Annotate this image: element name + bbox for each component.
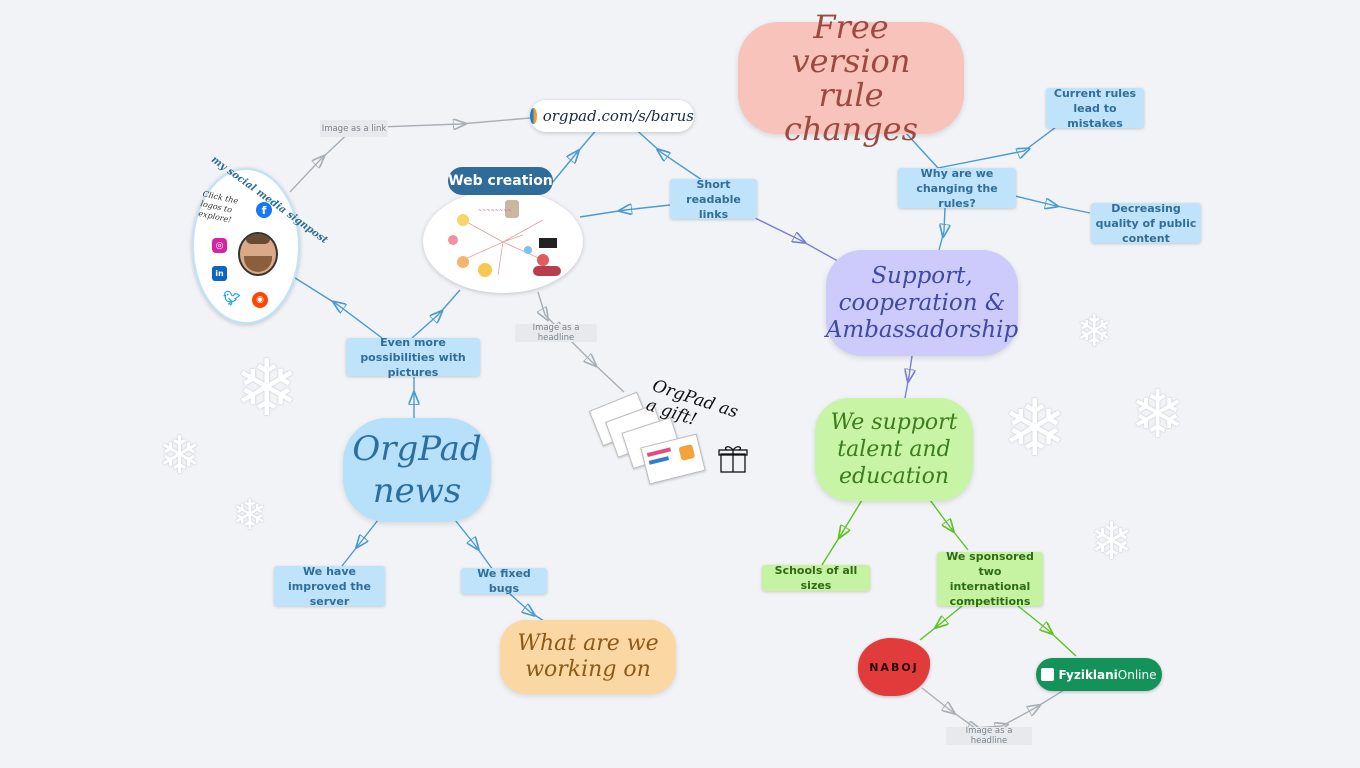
instagram-icon[interactable]: ◎ [212, 238, 227, 253]
gift-box-icon [718, 444, 748, 473]
we-support-node[interactable]: We support talent and education [815, 398, 973, 501]
snowflake-icon: ❄ [1002, 384, 1068, 474]
link-we-sponsored [929, 499, 969, 551]
link-sponsored-naboj [919, 605, 963, 641]
link-news-server [341, 519, 379, 567]
snowflake-icon: ❄ [1090, 512, 1134, 572]
link-free-why [904, 131, 939, 169]
social-signpost-image[interactable]: my social media signpost Click the logos… [192, 154, 330, 324]
orgpad-url-link[interactable]: orgpad.com/s/barus [530, 100, 694, 132]
link-news-bugs [454, 519, 494, 571]
snowflake-icon: ❄ [1076, 306, 1113, 357]
schools-node[interactable]: Schools of all sizes [762, 564, 870, 592]
orgpad-logo-icon [530, 108, 537, 124]
what-working-node[interactable]: What are we working on [500, 620, 676, 694]
fixed-bugs-node[interactable]: We fixed bugs [461, 567, 547, 595]
twitter-icon[interactable]: 🐦︎ [223, 291, 241, 307]
link-short-web [579, 205, 671, 218]
snowflake-icon: ❄ [1130, 376, 1186, 453]
link-short-support [754, 217, 846, 266]
fyziklani-icon [1041, 668, 1055, 681]
linkedin-icon[interactable]: in [212, 266, 227, 281]
link-why-current [937, 123, 1061, 169]
svg-text:~~~~~~~~: ~~~~~~~~ [478, 208, 512, 214]
link-we-schools [821, 499, 863, 566]
link-naboj-fyz [921, 687, 1065, 728]
web-creation-label[interactable]: Web creation [448, 167, 553, 195]
naboj-text: NABOJ [869, 660, 919, 674]
improved-server-node[interactable]: We have improved the server [274, 565, 385, 608]
sponsored-node[interactable]: We sponsored two international competiti… [937, 550, 1043, 608]
mindmap-thumbnail: ~~~~~~~~ [448, 200, 561, 277]
even-more-node[interactable]: Even more possibilities with pictures [346, 336, 480, 379]
current-rules-node[interactable]: Current rules lead to mistakes [1046, 87, 1144, 130]
orgpad-news-node[interactable]: OrgPad news [343, 418, 491, 522]
reddit-icon[interactable]: ◉ [252, 292, 268, 308]
support-node[interactable]: Support, cooperation & Ambassadorship [826, 250, 1018, 356]
link-why-decreasing [1014, 195, 1091, 214]
fyziklani-rest: Online [1117, 667, 1157, 682]
snowflake-icon: ❄ [234, 344, 300, 434]
image-headline-label: Image as a headline [515, 323, 597, 343]
link-sponsored-fyz [1017, 605, 1077, 657]
link-more-social [291, 275, 383, 339]
why-changing-node[interactable]: Why are we changing the rules? [898, 167, 1016, 210]
web-creation-image[interactable]: ~~~~~~~~ [423, 190, 583, 293]
link-support-we [905, 355, 912, 399]
snowflake-icon: ❄ [232, 490, 268, 539]
short-links-node[interactable]: Short readable links [670, 178, 757, 221]
image-headline-label: Image as a headline [946, 726, 1032, 746]
click-logos-text: Click the logos to explore! [197, 189, 240, 225]
naboj-logo[interactable]: NABOJ [858, 638, 930, 696]
link-more-web [411, 289, 461, 339]
free-version-node[interactable]: Free version rule changes [738, 10, 964, 146]
avatar [238, 232, 278, 276]
facebook-icon[interactable]: f [256, 202, 272, 218]
decreasing-node[interactable]: Decreasing quality of public content [1091, 202, 1201, 245]
link-web-url [551, 127, 599, 184]
snowflake-icon: ❄ [158, 426, 202, 486]
url-text: orgpad.com/s/barus [542, 107, 694, 125]
link-why-support [937, 207, 945, 255]
fyziklani-bold: Fyziklani [1058, 667, 1118, 682]
image-link-label: Image as a link [320, 120, 388, 137]
link-short-url [631, 125, 703, 181]
